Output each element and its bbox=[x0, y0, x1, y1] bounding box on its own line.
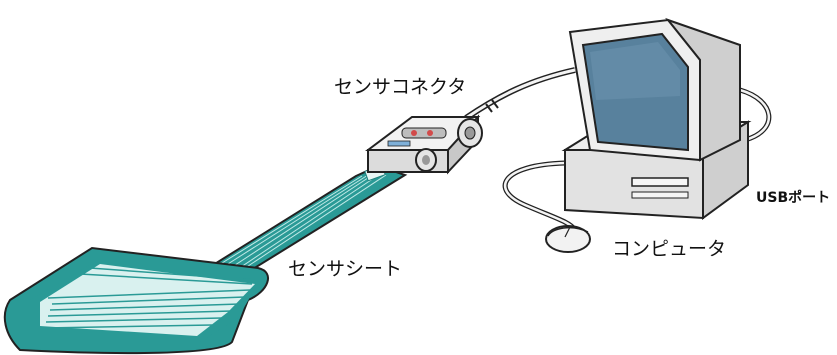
sensor-sheet-label: センサシート bbox=[288, 258, 403, 280]
mouse-icon bbox=[545, 225, 591, 253]
cable-marker bbox=[485, 99, 499, 113]
sensor-connector-label: センサコネクタ bbox=[334, 76, 467, 98]
connector-icon bbox=[365, 114, 483, 175]
computer-label: コンピュータ bbox=[612, 238, 727, 260]
usb-port-label: USBポート bbox=[756, 190, 831, 206]
usb-cable bbox=[464, 67, 576, 121]
monitor-icon bbox=[568, 17, 741, 162]
